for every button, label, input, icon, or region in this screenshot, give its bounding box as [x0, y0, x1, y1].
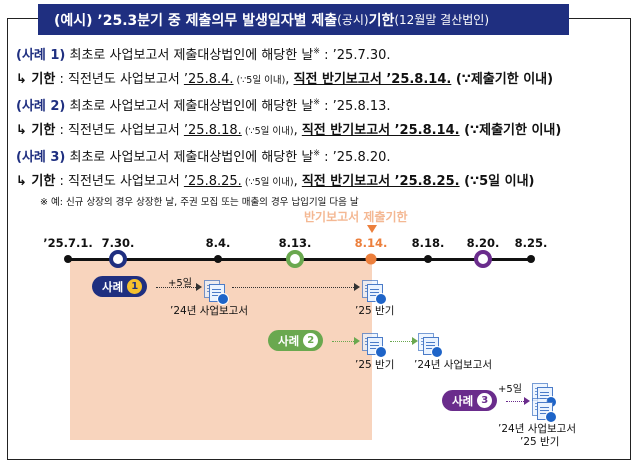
case-1-deadline: ↳ 기한 : 직전년도 사업보고서 ’25.8.4. (∵5일 이내), 직전 …	[16, 72, 554, 87]
date-label: 8.25.	[514, 236, 548, 250]
case-3-to-label-1: ’24년 사업보고서	[498, 423, 576, 435]
plus-5-days-label: +5일	[168, 278, 192, 289]
date-label: 8.18.	[411, 236, 445, 250]
case-2-to-label: ’24년 사업보고서	[414, 359, 492, 371]
date-label: 8.13.	[278, 236, 312, 250]
case-1-from-label: ’24년 사업보고서	[170, 305, 248, 317]
date-label: 7.30.	[101, 236, 135, 250]
report-doc-icon	[367, 337, 387, 358]
report-doc-icon	[367, 284, 387, 305]
case-3-deadline: ↳ 기한 : 직전년도 사업보고서 ’25.8.25. (∵5일 이내), 직전…	[16, 174, 535, 189]
plus-5-days-label: +5일	[498, 384, 522, 395]
timeline-end-dot	[527, 255, 535, 263]
report-doc-icon	[209, 284, 229, 305]
case-3-to-label-2: ’25 반기	[520, 436, 560, 448]
arrow-case-3	[506, 397, 530, 405]
timeline-start-dot	[64, 255, 72, 263]
case-1-date-marker	[109, 250, 127, 268]
deadline-faded-label: 반기보고서 제출기한	[304, 210, 408, 224]
case-2-deadline: ↳ 기한 : 직전년도 사업보고서 ’25.8.18. (∵5일 이내), 직전…	[16, 123, 562, 138]
case-1-line: (사례 1) 최초로 사업보고서 제출대상법인에 해당한 날※ : ’25.7.…	[16, 46, 391, 63]
case-2-line: (사례 2) 최초로 사업보고서 제출대상법인에 해당한 날※ : ’25.8.…	[16, 97, 391, 114]
footnote: ※ 예: 신규 상장의 경우 상장한 날, 주권 모집 또는 매출의 경우 납입…	[40, 197, 359, 208]
date-label-deadline: 8.14.	[354, 236, 388, 250]
case-2-date-marker	[286, 250, 304, 268]
report-doc-icon	[537, 402, 557, 423]
date-label: 8.20.	[466, 236, 500, 250]
arrow-case-1-b	[232, 283, 360, 291]
timeline-dot	[214, 255, 222, 263]
date-label: 8.4.	[205, 236, 231, 250]
arrow-case-1-a	[156, 283, 202, 291]
deadline-arrow-icon	[367, 225, 377, 233]
case-2-from-label: ’25 반기	[355, 359, 395, 371]
arrow-case-2-b	[390, 337, 418, 345]
case-3-date-marker	[474, 250, 492, 268]
arrow-case-2-a	[332, 337, 360, 345]
date-label: ’25.7.1.	[43, 236, 93, 250]
case-3-line: (사례 3) 최초로 사업보고서 제출대상법인에 해당한 날※ : ’25.8.…	[16, 148, 391, 165]
page-title: (예시) ’25.3분기 중 제출의무 발생일자별 제출(공시)기한(12월말 …	[38, 4, 569, 35]
case-1-to-label: ’25 반기	[355, 305, 395, 317]
deadline-dot	[365, 253, 377, 265]
timeline-dot	[424, 255, 432, 263]
report-doc-icon	[423, 337, 443, 358]
